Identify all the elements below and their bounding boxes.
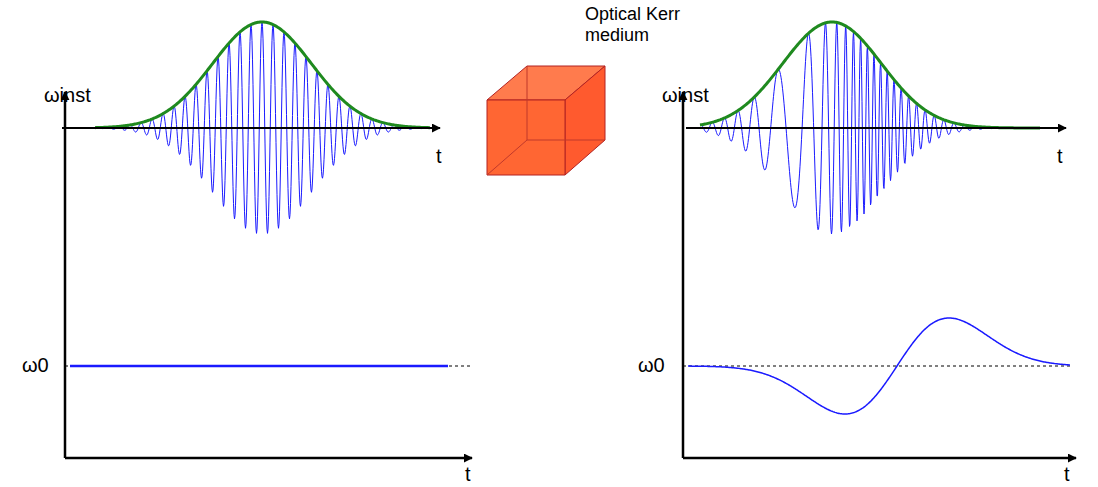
axis-label: ωinst <box>662 84 709 106</box>
time-axis <box>62 127 440 129</box>
reference-line <box>683 366 1072 367</box>
pulse-envelope <box>95 22 430 128</box>
frequency-axis <box>682 92 685 458</box>
axis-label: t <box>436 145 442 167</box>
time-axis <box>65 457 472 460</box>
reference-line <box>65 366 470 367</box>
frequency-curve <box>688 318 1070 414</box>
medium-label: Optical Kerr medium <box>585 4 695 45</box>
axis-label: t <box>1057 145 1063 167</box>
axis-label: t <box>1064 463 1070 485</box>
axis-label: ωinst <box>44 84 91 106</box>
time-axis <box>686 127 1066 129</box>
pulse-envelope <box>700 22 1040 128</box>
frequency-axis <box>64 92 67 458</box>
kerr-medium-box <box>487 66 605 175</box>
frequency-curve <box>70 365 448 368</box>
time-axis <box>683 457 1076 460</box>
axis-label: t <box>465 463 471 485</box>
axis-label: ω0 <box>638 354 665 376</box>
axis-label: ω0 <box>22 354 49 376</box>
